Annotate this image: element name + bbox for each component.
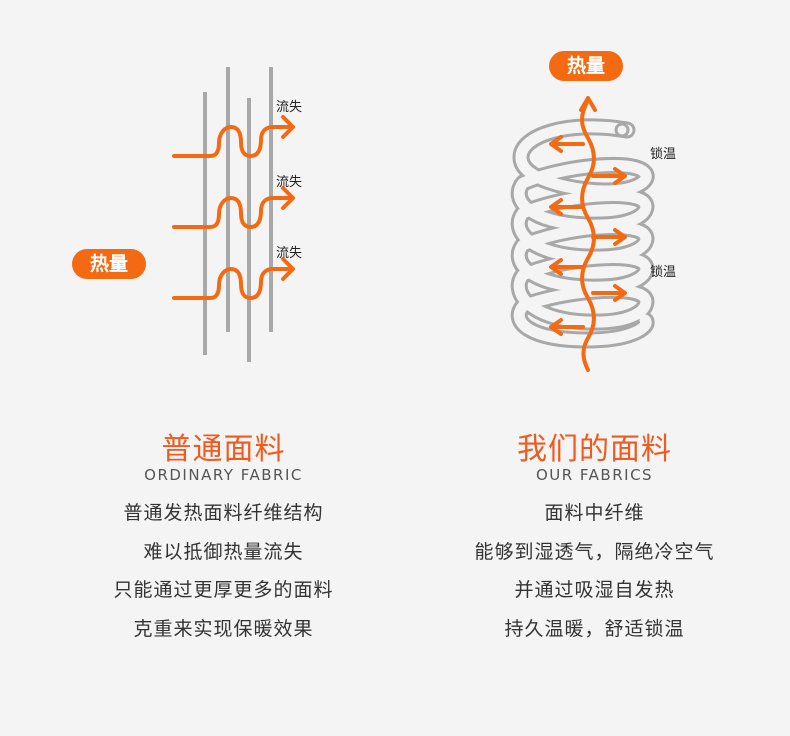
description-line: 难以抵御热量流失 bbox=[143, 540, 304, 563]
heat-badge: 热量 bbox=[549, 51, 623, 81]
description-line: 并通过吸湿自发热 bbox=[514, 579, 675, 601]
fabric-title: 我们的面料 bbox=[517, 432, 672, 467]
description-line: 面料中纤维 bbox=[544, 502, 645, 524]
retain-arrow-head bbox=[549, 135, 563, 153]
heat-arrow bbox=[172, 125, 293, 158]
our-fabric-diagram bbox=[510, 96, 655, 372]
fiber-coil bbox=[510, 118, 655, 349]
description-line: 普通发热面料纤维结构 bbox=[123, 502, 324, 524]
heat-arrow-head bbox=[281, 186, 295, 210]
fabric-title: 普通面料 bbox=[161, 432, 286, 467]
ordinary-fabric-panel: 热量 流失 流失 流失 普通面料 ORDINARY FABRIC 普通发热面料纤… bbox=[72, 67, 333, 640]
description-line: 只能通过更厚更多的面料 bbox=[113, 579, 334, 601]
loss-label: 流失 bbox=[276, 100, 303, 115]
heat-arrow-head bbox=[281, 257, 295, 281]
coil-end bbox=[614, 122, 630, 138]
retain-arrow-head bbox=[549, 318, 563, 336]
fabric-subtitle: ORDINARY FABRIC bbox=[144, 466, 303, 484]
heat-arrow bbox=[172, 267, 293, 300]
loss-label: 流失 bbox=[276, 246, 303, 261]
loss-label: 流失 bbox=[276, 175, 303, 190]
our-fabric-panel: 热量 锁温 锁温 我们的面料 OUR FABRICS 面料中纤维 能够到湿透气，… bbox=[395, 0, 790, 736]
fabric-description: 面料中纤维 能够到湿透气，隔绝冷空气 并通过吸湿自发热 持久温暖，舒适锁温 bbox=[397, 499, 790, 653]
heat-flow bbox=[549, 96, 627, 372]
ordinary-fabric-diagram bbox=[172, 67, 295, 362]
coil-inner bbox=[513, 121, 652, 346]
description-line: 克重来实现保暖效果 bbox=[133, 617, 314, 640]
retain-arrow-head bbox=[613, 284, 627, 302]
heat-arrow-head bbox=[281, 115, 295, 139]
retain-arrow-head bbox=[613, 167, 627, 185]
retain-arrow-head bbox=[549, 258, 563, 276]
retain-label: 锁温 bbox=[650, 147, 677, 162]
description-line: 持久温暖，舒适锁温 bbox=[504, 617, 685, 640]
retain-label: 锁温 bbox=[650, 265, 677, 280]
description-line: 能够到湿透气，隔绝冷空气 bbox=[474, 540, 715, 563]
heat-badge: 热量 bbox=[72, 249, 146, 279]
retain-arrow-head bbox=[613, 228, 627, 246]
fabric-description: 普通发热面料纤维结构 难以抵御热量流失 只能通过更厚更多的面料 克重来实现保暖效… bbox=[26, 499, 421, 653]
retain-arrow-head bbox=[549, 198, 563, 216]
heat-arrow bbox=[172, 196, 293, 229]
fabric-subtitle: OUR FABRICS bbox=[535, 466, 654, 484]
heat-arrows bbox=[172, 115, 295, 300]
heat-wave-head bbox=[579, 96, 597, 112]
